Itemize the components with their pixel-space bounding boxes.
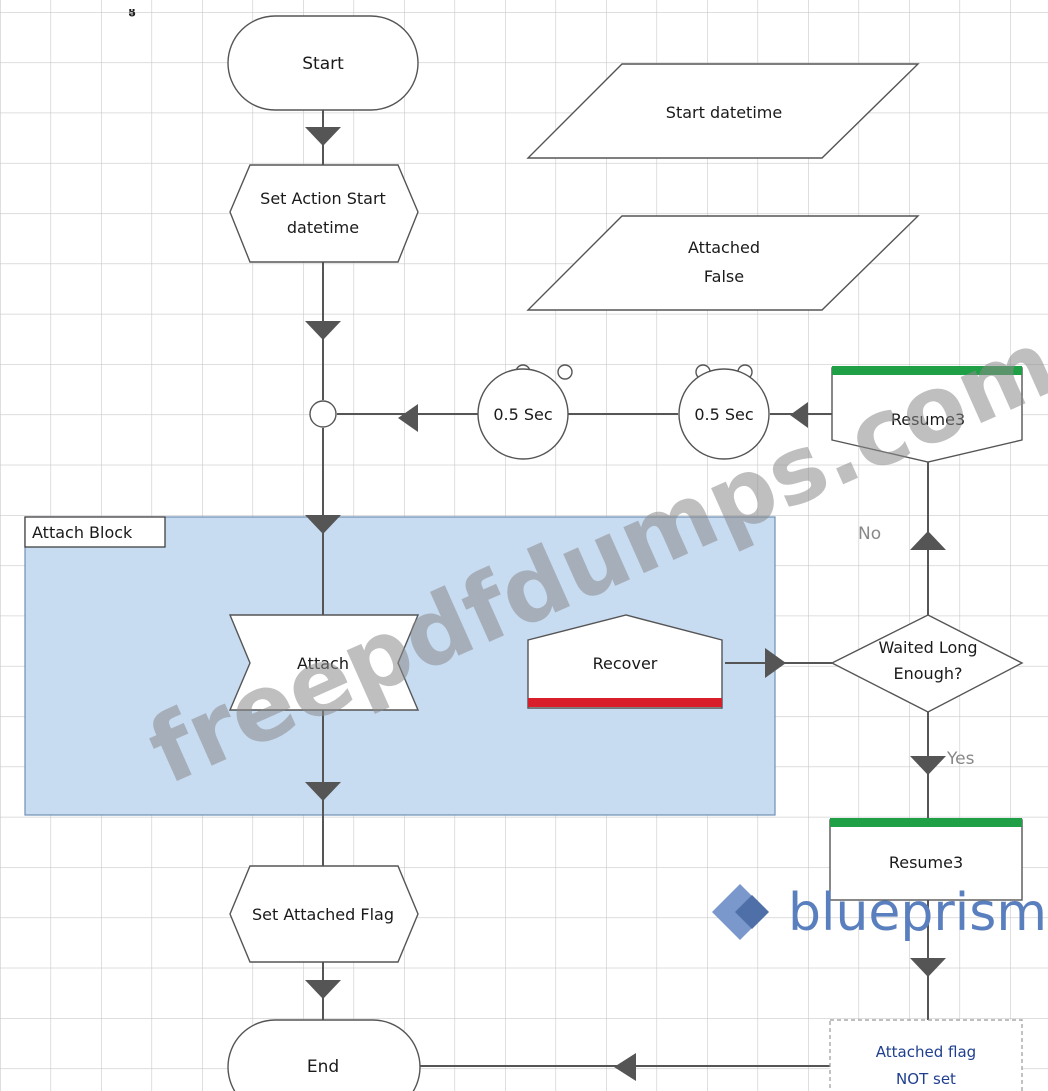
start-terminator[interactable] — [227, 15, 419, 111]
arrow-down-5 — [305, 980, 341, 999]
arrow-left-end — [614, 1053, 636, 1081]
set-attached-flag-label: Set Attached Flag — [252, 905, 394, 924]
wait-stage-2[interactable]: 0.5 Sec — [678, 364, 770, 460]
end-terminator[interactable] — [227, 1019, 421, 1091]
recover-label: Recover — [593, 654, 658, 673]
arrow-left-2 — [790, 402, 808, 428]
wait-2-label: 0.5 Sec — [694, 405, 753, 424]
start-label: Start — [302, 54, 344, 74]
attached-flag-not-set-note[interactable] — [829, 1019, 1023, 1091]
yes-label: Yes — [946, 749, 975, 769]
arrow-down-4 — [305, 782, 341, 801]
arrow-right-decision — [765, 648, 786, 678]
recover-red-bar — [528, 698, 722, 707]
arrow-left-1 — [398, 404, 418, 432]
waited-long-enough-decision[interactable] — [830, 614, 1024, 713]
wait-1-label: 0.5 Sec — [493, 405, 552, 424]
resume-bottom-stage[interactable] — [829, 819, 1023, 901]
blueprism-logo: blueprism — [712, 883, 1047, 943]
resume-bottom-label: Resume3 — [889, 853, 963, 872]
start-datetime-data-item[interactable] — [526, 63, 920, 159]
junction-anchor[interactable] — [309, 400, 337, 428]
attach-navigate-stage[interactable] — [228, 614, 420, 711]
attach-block-label: Attach Block — [32, 523, 133, 542]
no-label: No — [858, 524, 881, 544]
arrowheads — [305, 127, 946, 1081]
arrow-down-3 — [305, 515, 341, 534]
attach-block-label-box — [24, 516, 166, 548]
resume-bottom-green-bar — [830, 818, 1022, 827]
arrow-down-6 — [910, 958, 946, 977]
end-label: End — [307, 1057, 339, 1077]
start-datetime-label: Start datetime — [666, 103, 782, 122]
attached-false-data-item[interactable] — [526, 215, 920, 311]
attach-label: Attach — [297, 654, 349, 673]
arrow-up-no — [910, 531, 946, 550]
set-action-start-calc[interactable] — [229, 164, 419, 263]
arrow-down-yes — [910, 756, 946, 775]
set-attached-flag-calc[interactable] — [229, 865, 419, 963]
corner-glyph: ᵊ̈ — [128, 7, 136, 27]
blueprism-logo-text: blueprism — [788, 883, 1047, 943]
arrow-down-1 — [305, 127, 341, 146]
arrow-down-2 — [305, 321, 341, 340]
resume-top-green-bar — [832, 366, 1022, 375]
recover-stage[interactable] — [527, 614, 723, 709]
resume-top-label: Resume3 — [891, 410, 965, 429]
wait-stage-1[interactable]: 0.5 Sec — [477, 364, 573, 460]
